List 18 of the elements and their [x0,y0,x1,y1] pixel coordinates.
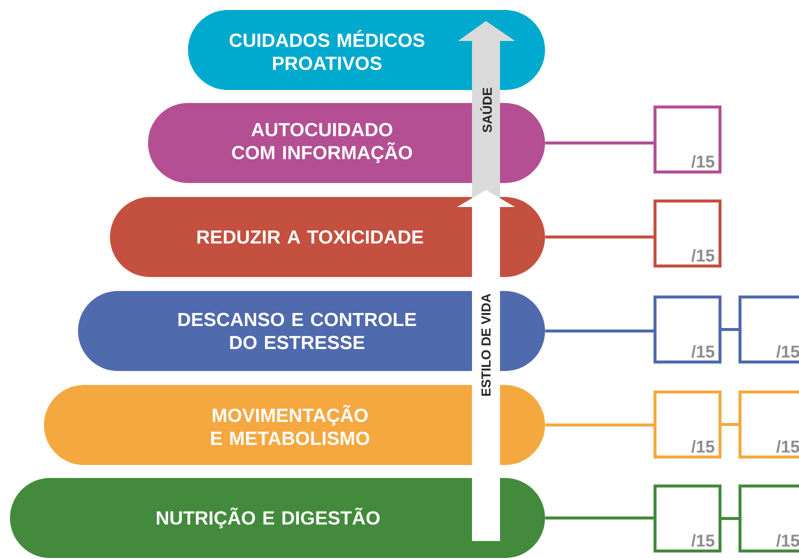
band: NUTRIÇÃO E DIGESTÃO [10,478,545,558]
connector-line [722,517,739,520]
connector-line [545,236,654,238]
score-box: /15 [654,106,722,174]
connector-line [545,516,654,520]
score-box: /15 [738,484,799,552]
score-box: /15 [738,390,799,458]
score-box: /15 [654,200,722,268]
band: REDUZIR A TOXICIDADE [110,197,545,277]
connector-line [545,330,654,332]
score-box: /15 [654,296,722,364]
score-box: /15 [654,390,722,458]
score-box: /15 [738,296,799,364]
score-box: /15 [654,484,722,552]
connector-line [545,142,654,144]
connector-line [722,423,739,426]
connector-line [722,328,739,331]
connector-line [545,424,654,426]
